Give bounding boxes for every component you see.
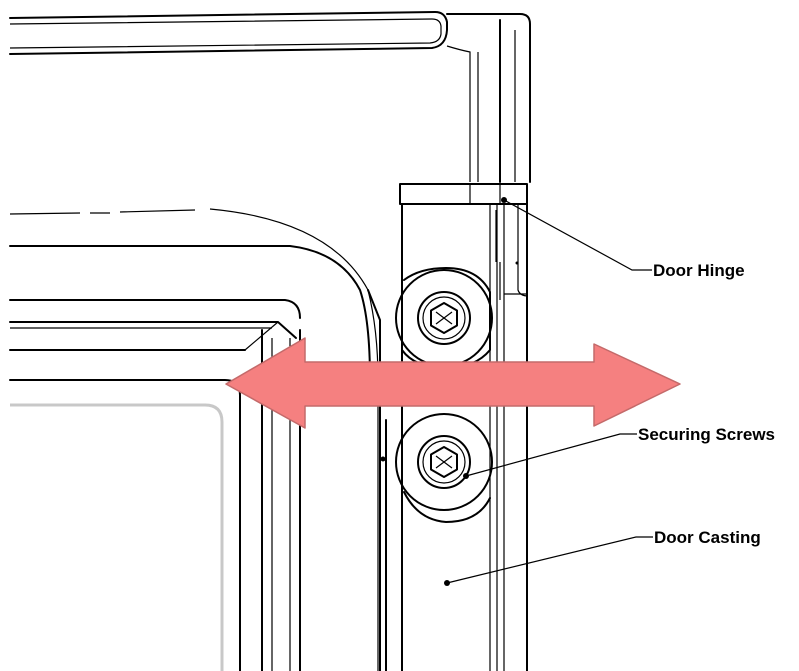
upper-screw [395, 267, 493, 369]
top-frame [9, 11, 531, 183]
hinge-block [399, 183, 529, 671]
door-panel [9, 208, 387, 671]
callout-leaders [444, 197, 653, 586]
door-casting-label: Door Casting [654, 528, 761, 547]
securing-screws-label: Securing Screws [638, 425, 775, 444]
adjustment-arrow [225, 337, 681, 429]
door-hinge-label: Door Hinge [653, 261, 745, 280]
lower-screw [395, 413, 493, 523]
